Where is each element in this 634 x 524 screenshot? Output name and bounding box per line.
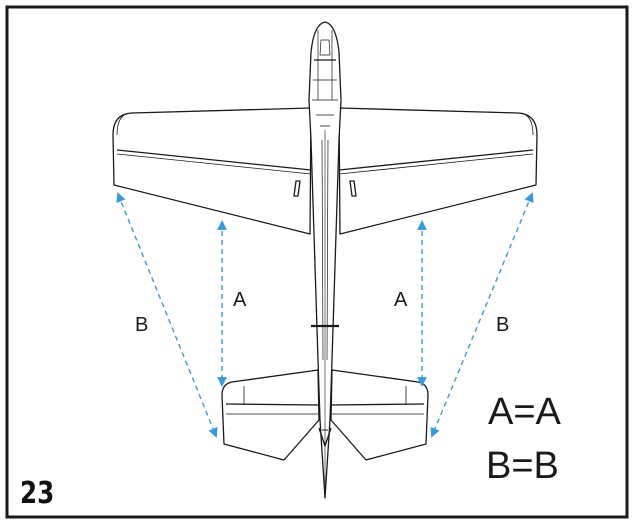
diagram-frame (5, 5, 629, 519)
step-number: 23 (20, 477, 54, 511)
left-stabilizer (221, 369, 320, 461)
airplane-top-view (112, 21, 538, 499)
left-a-label: A (233, 289, 247, 311)
equation-b: B=B (486, 445, 559, 487)
measurement-arrows (116, 192, 534, 438)
equation-a: A=A (488, 391, 562, 433)
right-aileron-horn (349, 180, 357, 197)
right-b-label: B (496, 314, 509, 336)
right-wing (338, 107, 538, 235)
rudder-tip (318, 427, 332, 447)
right-stabilizer (330, 369, 429, 461)
left-aileron-horn (293, 180, 301, 197)
right-b-arrow (430, 192, 534, 438)
left-b-label: B (135, 314, 148, 336)
left-b-arrow (116, 192, 218, 438)
fuselage (308, 21, 342, 499)
right-a-label: A (394, 289, 408, 311)
left-wing (112, 107, 312, 235)
